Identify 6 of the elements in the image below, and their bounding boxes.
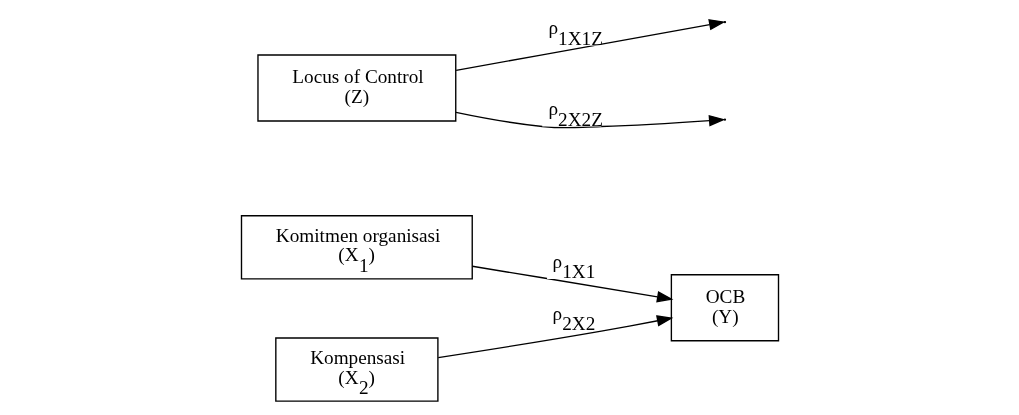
- node-box: OCB (Y): [670, 274, 779, 342]
- arrow: [454, 19, 725, 72]
- arrow: [437, 315, 673, 359]
- arrow: [471, 265, 673, 303]
- arrow: [454, 111, 725, 129]
- node-box: Locus of Control (Z): [256, 54, 456, 122]
